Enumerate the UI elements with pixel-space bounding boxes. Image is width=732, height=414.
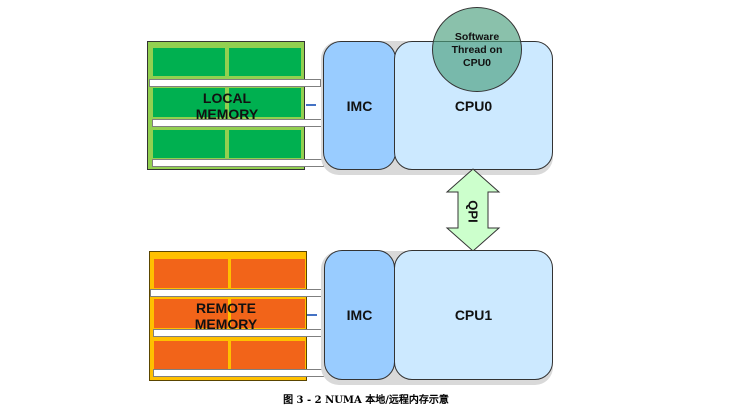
node1-imc: IMC (324, 250, 395, 380)
thread-label-line1: Software (454, 31, 500, 43)
memory-bus-bar (153, 329, 325, 337)
memory-bus-bar (152, 159, 324, 167)
memory-bus-bar (153, 369, 325, 377)
memory-chip (154, 299, 228, 328)
memory-chip (153, 130, 225, 158)
memory-chip (231, 259, 305, 288)
node0-cpu-label: CPU0 (454, 97, 493, 114)
node1-imc-label: IMC (346, 307, 373, 323)
memory-chip (229, 48, 301, 76)
memory-chip (154, 341, 228, 370)
memory-chip (154, 259, 228, 288)
memory-bus-bar (150, 289, 322, 297)
qpi-label: QPI (465, 199, 481, 223)
memory-bus-bar (149, 79, 321, 87)
node1-cpu-label: CPU1 (454, 307, 493, 323)
memory-chip (229, 130, 301, 158)
software-thread-circle: Software Thread on CPU0 (432, 7, 522, 92)
memory-bus-bar (152, 119, 324, 127)
memory-chip (229, 88, 301, 117)
thread-label-line3: CPU0 (462, 57, 491, 69)
remote-memory-label: REMOTE MEMORY (156, 300, 296, 332)
memory-chip (231, 299, 305, 328)
figure-caption: 图 3 - 2 NUMA 本地/远程内存示意 (283, 395, 449, 406)
local-memory-label-line1: LOCAL (202, 90, 252, 106)
memory-connector-icon (307, 314, 317, 316)
node0-imc-label: IMC (346, 97, 373, 114)
memory-chip (231, 341, 305, 370)
remote-memory-label-line2: MEMORY (194, 316, 258, 332)
remote-memory-label-line1: REMOTE (196, 300, 256, 316)
local-memory-label: LOCAL MEMORY (157, 90, 297, 122)
qpi-label-wrap: QPI (460, 198, 486, 224)
memory-chip (153, 48, 225, 76)
node0-imc: IMC (323, 41, 396, 170)
thread-label-line2: Thread on (451, 44, 503, 56)
local-memory-module: LOCAL MEMORY (147, 41, 305, 170)
node1-cpu: CPU1 (394, 250, 553, 380)
memory-connector-icon (306, 104, 316, 106)
memory-chip (153, 88, 225, 117)
local-memory-label-line2: MEMORY (195, 106, 259, 122)
remote-memory-module: REMOTE MEMORY (149, 251, 307, 381)
